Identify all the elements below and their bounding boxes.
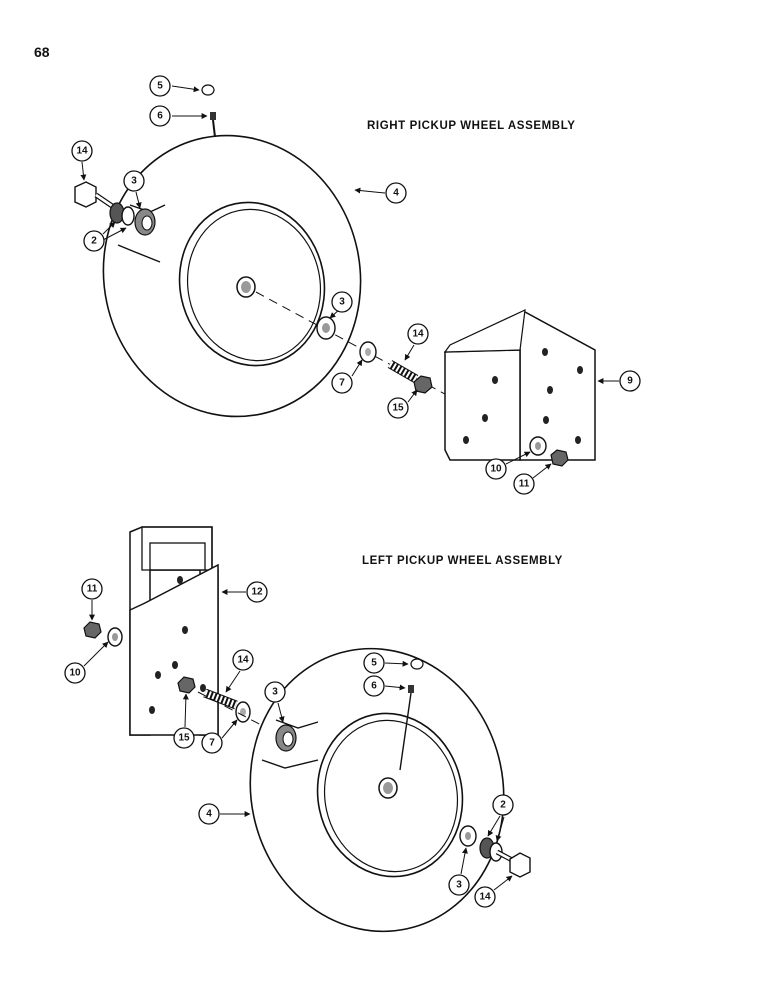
callout-14: 14	[76, 146, 88, 157]
callout-3: 3	[339, 297, 345, 308]
callout-10: 10	[69, 668, 81, 679]
callout-12: 12	[251, 587, 263, 598]
left-outer-bushing	[275, 724, 297, 752]
left-bracket-washer	[107, 627, 123, 647]
callout-11: 11	[87, 584, 98, 595]
right-outer-bushing	[134, 208, 156, 236]
callout-9: 9	[627, 376, 633, 387]
left-outer-bolt	[495, 849, 531, 878]
callout-15: 15	[178, 733, 190, 744]
callout-4: 4	[393, 188, 399, 199]
right-valve-cap	[201, 84, 215, 96]
callout-14: 14	[412, 329, 424, 340]
right-bracket-washer	[529, 436, 547, 456]
right-callouts: 5 6 4 14 3 2 3 14 7 15 9 10	[71, 75, 641, 495]
callout-10: 10	[490, 464, 502, 475]
left-valve-stem	[399, 685, 414, 771]
callout-6: 6	[371, 681, 377, 692]
left-bracket-nut	[83, 621, 102, 639]
right-inner-bushing	[316, 316, 336, 340]
right-valve-stem	[210, 112, 216, 138]
right-spacer	[359, 341, 377, 363]
callout-3: 3	[272, 687, 278, 698]
callout-2: 2	[500, 800, 506, 811]
callout-4: 4	[206, 809, 212, 820]
right-bracket	[443, 308, 596, 461]
callout-15: 15	[392, 403, 404, 414]
right-bracket-nut	[550, 449, 569, 467]
callout-3: 3	[131, 176, 137, 187]
right-assembly-title: RIGHT PICKUP WHEEL ASSEMBLY	[367, 120, 576, 132]
callout-3: 3	[456, 880, 462, 891]
callout-7: 7	[209, 738, 215, 749]
left-nut	[177, 676, 196, 694]
left-bracket	[129, 526, 219, 736]
left-inner-bushing	[459, 825, 477, 847]
left-spacer	[235, 701, 251, 723]
left-assembly-title: LEFT PICKUP WHEEL ASSEMBLY	[362, 555, 563, 567]
callout-7: 7	[339, 378, 345, 389]
left-valve-cap	[410, 658, 424, 670]
right-outer-washers	[109, 202, 135, 226]
right-tire	[102, 134, 362, 418]
callout-14: 14	[479, 892, 491, 903]
left-callouts: 11 10 12 14 3 15 7 5 6 4 2 3	[64, 578, 514, 908]
right-wheel-assembly	[74, 84, 596, 467]
callout-6: 6	[157, 111, 163, 122]
left-stud	[203, 688, 238, 710]
page-number: 68	[34, 44, 50, 60]
callout-5: 5	[371, 658, 377, 669]
right-stud	[387, 360, 419, 383]
callout-2: 2	[91, 236, 97, 247]
callout-5: 5	[157, 81, 163, 92]
left-wheel-assembly	[83, 526, 531, 933]
callout-14: 14	[237, 655, 249, 666]
left-tire	[249, 647, 505, 933]
left-outer-washers	[479, 837, 503, 862]
callout-11: 11	[519, 479, 530, 490]
